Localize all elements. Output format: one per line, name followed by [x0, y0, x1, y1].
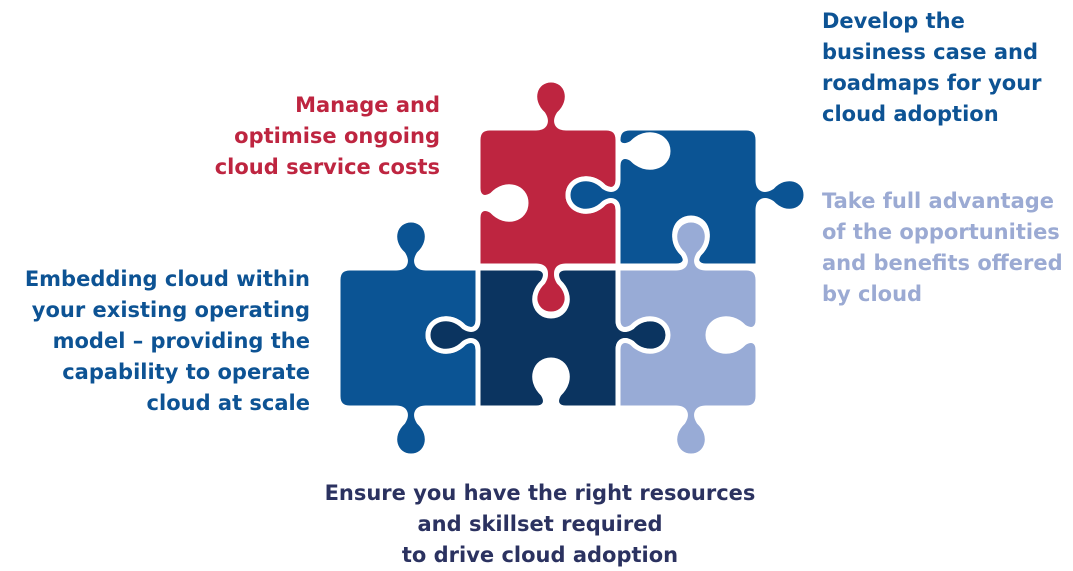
label-resources: Ensure you have the right resources and s…: [300, 478, 780, 571]
label-line: Develop the: [822, 9, 965, 33]
label-line: Embedding cloud within: [24, 267, 310, 291]
label-line: of the opportunities: [822, 220, 1060, 244]
label-line: Manage and: [295, 93, 440, 117]
piece-light-right: [615, 217, 761, 459]
label-line: Ensure you have the right resources: [324, 481, 756, 505]
label-line: by cloud: [822, 282, 923, 306]
label-manage-costs: Manage and optimise ongoing cloud service …: [195, 90, 440, 183]
label-business-case: Develop the business case and roadmaps for…: [822, 6, 1072, 130]
label-line: cloud adoption: [822, 102, 999, 126]
label-line: cloud service costs: [214, 155, 440, 179]
label-operating-model: Embedding cloud within your existing oper…: [0, 264, 310, 419]
label-line: cloud at scale: [146, 391, 310, 415]
label-line: Take full advantage: [822, 189, 1055, 213]
label-line: model – providing the: [52, 329, 310, 353]
label-line: business case and: [822, 40, 1039, 64]
label-line: and benefits offered: [822, 251, 1063, 275]
label-line: your existing operating: [31, 298, 310, 322]
label-line: and skillset required: [417, 512, 663, 536]
label-line: capability to operate: [62, 360, 310, 384]
label-line: optimise ongoing: [234, 124, 440, 148]
label-line: roadmaps for your: [822, 71, 1042, 95]
label-line: to drive cloud adoption: [401, 543, 679, 567]
label-opportunities: Take full advantage of the opportunities a…: [822, 186, 1072, 310]
